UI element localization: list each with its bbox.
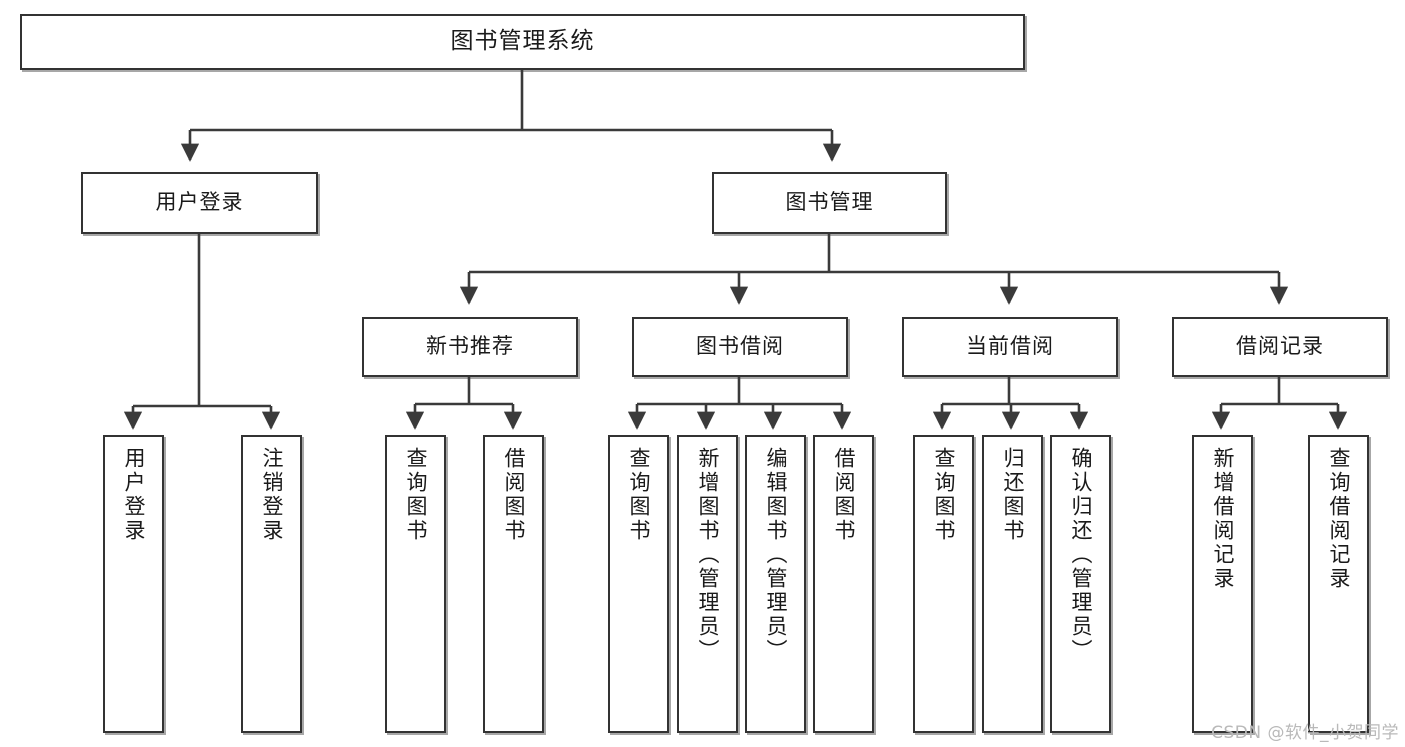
- node-label: 新增借阅记录: [1211, 447, 1236, 591]
- node-leaf-return-book[interactable]: 归还图书: [982, 435, 1043, 733]
- node-label: 新增图书（管理员）: [696, 447, 721, 663]
- node-new-book-recommendation[interactable]: 新书推荐: [362, 317, 578, 377]
- node-label: 确认归还（管理员）: [1069, 447, 1094, 663]
- node-leaf-add-book[interactable]: 新增图书（管理员）: [677, 435, 738, 733]
- node-leaf-borrow-book-1[interactable]: 借阅图书: [483, 435, 544, 733]
- node-label: 当前借阅: [966, 334, 1054, 359]
- node-book-management[interactable]: 图书管理: [712, 172, 947, 234]
- node-leaf-query-book-3[interactable]: 查询图书: [913, 435, 974, 733]
- node-label: 用户登录: [122, 447, 147, 543]
- node-label: 图书借阅: [696, 334, 784, 359]
- node-user-login[interactable]: 用户登录: [81, 172, 318, 234]
- node-leaf-borrow-book-2[interactable]: 借阅图书: [813, 435, 874, 733]
- node-leaf-add-record[interactable]: 新增借阅记录: [1192, 435, 1253, 733]
- node-leaf-query-book-2[interactable]: 查询图书: [608, 435, 669, 733]
- node-label: 图书管理系统: [450, 28, 595, 55]
- node-label: 编辑图书（管理员）: [764, 447, 789, 663]
- node-book-borrowing[interactable]: 图书借阅: [632, 317, 848, 377]
- node-label: 查询图书: [627, 447, 652, 543]
- node-label: 新书推荐: [426, 334, 514, 359]
- node-borrowing-record[interactable]: 借阅记录: [1172, 317, 1388, 377]
- node-leaf-edit-book[interactable]: 编辑图书（管理员）: [745, 435, 806, 733]
- node-label: 归还图书: [1001, 447, 1026, 543]
- node-leaf-user-login[interactable]: 用户登录: [103, 435, 164, 733]
- node-leaf-query-record[interactable]: 查询借阅记录: [1308, 435, 1369, 733]
- node-leaf-logout[interactable]: 注销登录: [241, 435, 302, 733]
- node-label: 查询图书: [932, 447, 957, 543]
- node-label: 借阅图书: [502, 447, 527, 543]
- node-leaf-query-book-1[interactable]: 查询图书: [385, 435, 446, 733]
- node-book-management-system[interactable]: 图书管理系统: [20, 14, 1025, 70]
- node-leaf-confirm-return[interactable]: 确认归还（管理员）: [1050, 435, 1111, 733]
- node-label: 查询借阅记录: [1327, 447, 1352, 591]
- node-label: 借阅记录: [1236, 334, 1324, 359]
- node-label: 借阅图书: [832, 447, 857, 543]
- node-label: 图书管理: [785, 190, 874, 215]
- watermark: CSDN @软件_小贺同学: [1211, 723, 1399, 743]
- node-label: 查询图书: [404, 447, 429, 543]
- node-label: 用户登录: [155, 190, 244, 215]
- node-label: 注销登录: [260, 447, 285, 543]
- node-current-borrowing[interactable]: 当前借阅: [902, 317, 1118, 377]
